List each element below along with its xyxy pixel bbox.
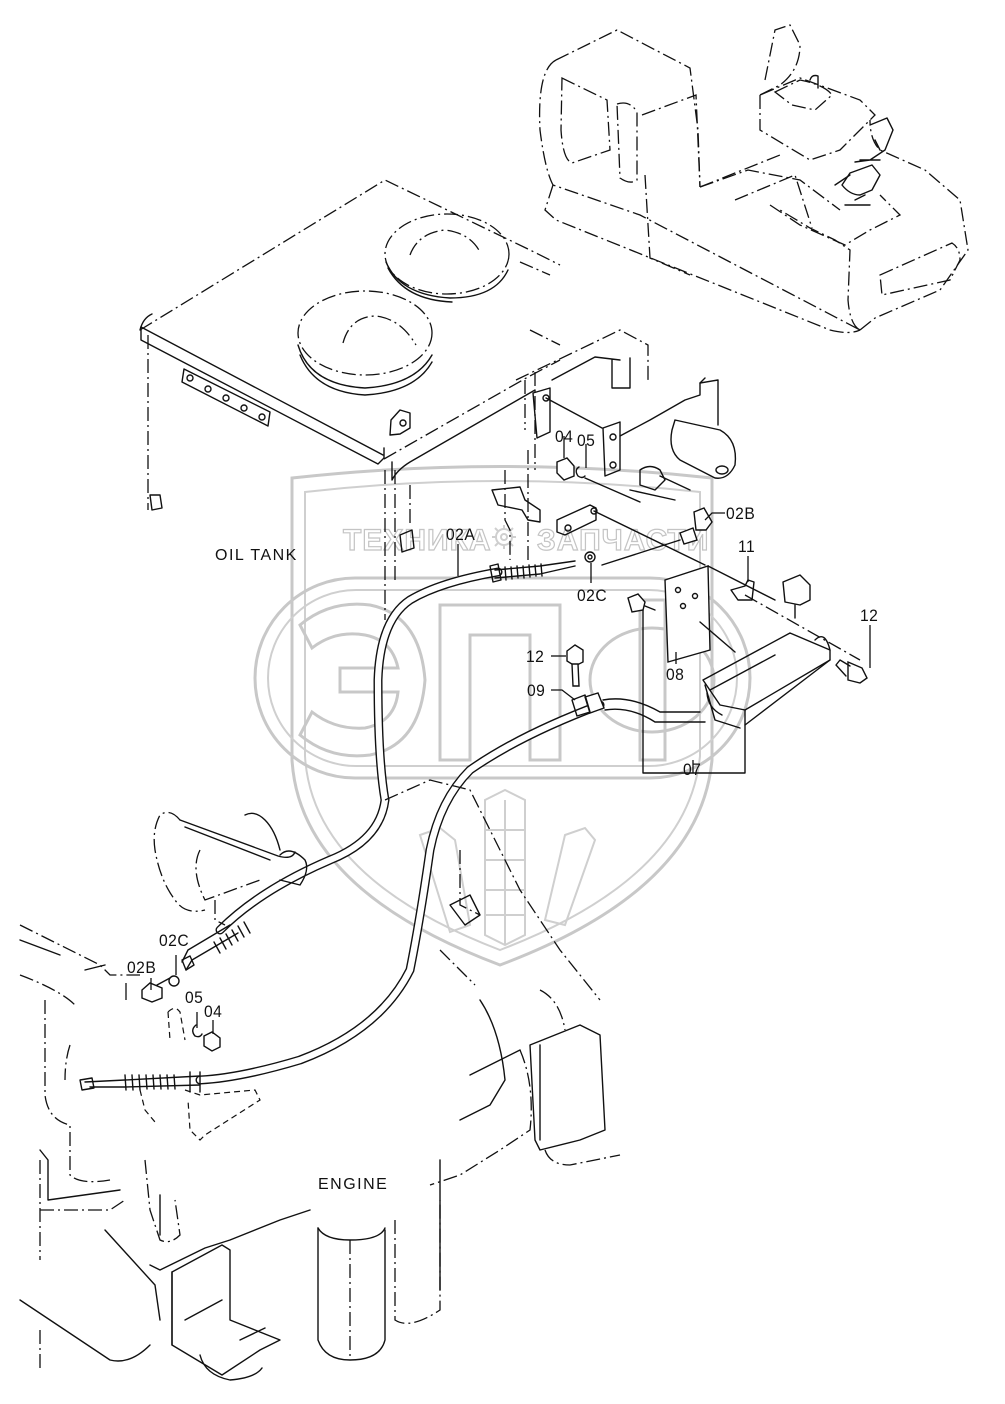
watermark-letter-p xyxy=(438,603,562,762)
watermark-letter-f xyxy=(638,598,667,762)
small-parts-upper xyxy=(556,457,868,687)
callout-02c-upper: 02C xyxy=(577,586,608,605)
cable-threads-lower xyxy=(124,1071,201,1093)
excavator-overview-illustration xyxy=(519,24,969,346)
callout-09: 09 xyxy=(527,681,546,700)
callout-02a: 02A xyxy=(446,525,476,544)
engine-illustration xyxy=(19,779,621,1381)
control-cable-illustration xyxy=(79,560,706,1093)
callout-02b-lower: 02B xyxy=(127,958,157,977)
callout-11: 11 xyxy=(738,537,756,556)
cable-threads-mid xyxy=(213,921,251,954)
callout-12-left: 12 xyxy=(526,647,545,666)
callout-04-upper: 04 xyxy=(555,427,574,446)
oil-tank-label: OIL TANK xyxy=(215,547,298,564)
callout-08: 08 xyxy=(666,665,685,684)
oil-tank-illustration xyxy=(139,179,561,620)
leader-lines xyxy=(125,436,871,1034)
small-parts-lower xyxy=(139,975,261,1141)
callout-07: 07 xyxy=(683,760,702,779)
cable-threads-upper xyxy=(504,563,543,581)
watermark-letter-f-bowl xyxy=(588,626,716,734)
watermark-band-inner xyxy=(267,589,738,767)
watermark-shield-inner xyxy=(304,480,701,952)
callout-02c-lower: 02C xyxy=(159,931,190,950)
callout-04-lower: 04 xyxy=(204,1002,223,1021)
engine-label: ENGINE xyxy=(318,1176,389,1193)
control-bracket-illustration xyxy=(491,329,737,566)
watermark-word-left: ТЕХНИКА xyxy=(343,524,492,557)
mounting-plate-illustration xyxy=(642,565,861,774)
watermark-gear-icon xyxy=(492,525,516,549)
callout-02b-upper: 02B xyxy=(726,504,756,523)
callout-12-right: 12 xyxy=(860,606,879,625)
watermark-shield xyxy=(290,465,714,967)
callout-05-lower: 05 xyxy=(185,988,204,1007)
callout-05-upper: 05 xyxy=(577,431,596,450)
